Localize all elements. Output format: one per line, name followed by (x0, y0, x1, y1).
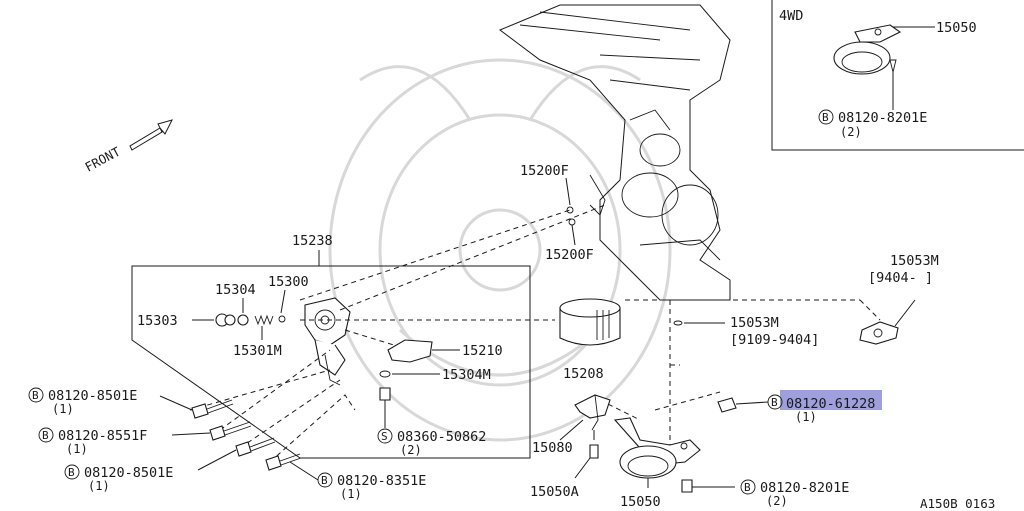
qty-1-8501E-b: (1) (88, 479, 110, 493)
front-arrow: FRONT (82, 119, 173, 175)
inset-4wd: 4WD 15050 B 08120-8201E (2) (771, 0, 1024, 151)
qty-2-50862: (2) (400, 443, 422, 457)
label-08360-50862: 08360-50862 (397, 429, 486, 445)
label-15080: 15080 (532, 440, 573, 456)
label-15304M: 15304M (442, 367, 491, 383)
highlight-box (780, 390, 882, 410)
label-15301M: 15301M (233, 343, 282, 359)
qty-1-8551F: (1) (66, 442, 88, 456)
circle-b-8351E: B (321, 474, 328, 487)
label-15050: 15050 (620, 494, 661, 510)
o-ring-15053M (673, 320, 683, 326)
qty-1-8351E: (1) (340, 487, 362, 501)
circle-s-50862: S (381, 430, 388, 443)
label-15238: 15238 (292, 233, 333, 249)
bolt-8201E (681, 479, 693, 493)
label-08120-8201E-inset: 08120-8201E (838, 110, 927, 126)
label-08120-8501E-a: 08120-8501E (48, 388, 137, 404)
engine-block (499, 4, 731, 301)
label-15053M-mid: 15053M (730, 315, 779, 331)
bolts-left (191, 399, 302, 471)
gasket-15053M (859, 321, 899, 345)
bolt-08360 (379, 387, 391, 401)
label-08120-8201E: 08120-8201E (760, 480, 849, 496)
filter-bracket-body (304, 297, 351, 386)
label-15304: 15304 (215, 282, 256, 298)
watermark-emblem (328, 58, 672, 442)
label-15210: 15210 (462, 343, 503, 359)
qty-1-61228: (1) (795, 410, 817, 424)
circle-b-8551F: B (42, 429, 49, 442)
circle-b-8201E: B (744, 481, 751, 494)
label-15303: 15303 (137, 313, 178, 329)
baffle-15080 (574, 394, 611, 419)
label-15200F-top: 15200F (520, 163, 569, 179)
qty-2-8201E: (2) (766, 494, 788, 508)
washer-15304M (379, 370, 391, 378)
oil-filter-15208 (559, 298, 621, 346)
washer-15304 (237, 314, 249, 326)
qty-1-8501E-a: (1) (52, 402, 74, 416)
oil-strainer-4wd (833, 41, 891, 75)
dowel-pin-top (566, 206, 574, 214)
front-label: FRONT (82, 144, 123, 175)
label-15200F-bottom: 15200F (545, 247, 594, 263)
label-15053M-top: 15053M (890, 253, 939, 269)
circle-b-8501E-b: B (68, 466, 75, 479)
bolt-15050A (589, 444, 599, 459)
label-08120-8551F: 08120-8551F (58, 428, 147, 444)
figure-code: A150B 0163 (920, 496, 995, 511)
dowel-pin-bottom (568, 218, 576, 226)
label-range-top: [9404- ] (868, 270, 933, 286)
label-08120-8501E-b: 08120-8501E (84, 465, 173, 481)
circle-b-8501E-a: B (32, 389, 39, 402)
label-15050-inset: 15050 (936, 20, 977, 36)
label-08120-8351E: 08120-8351E (337, 473, 426, 489)
oil-filter-bracket-group: 15238 (131, 233, 531, 459)
gasket-15210 (387, 339, 433, 363)
inset-title: 4WD (779, 8, 803, 24)
qty-2-inset: (2) (840, 125, 862, 139)
label-15300: 15300 (268, 274, 309, 290)
label-range-mid: [9109-9404] (730, 332, 819, 348)
label-08120-61228[interactable]: 08120-61228 (786, 396, 875, 412)
circle-b-inset: B (822, 111, 829, 124)
label-15050A: 15050A (530, 484, 579, 500)
label-15208: 15208 (563, 366, 604, 382)
bolt-61228 (717, 397, 737, 413)
oil-strainer-15050 (613, 417, 701, 479)
circle-b-61228: B (771, 396, 778, 409)
